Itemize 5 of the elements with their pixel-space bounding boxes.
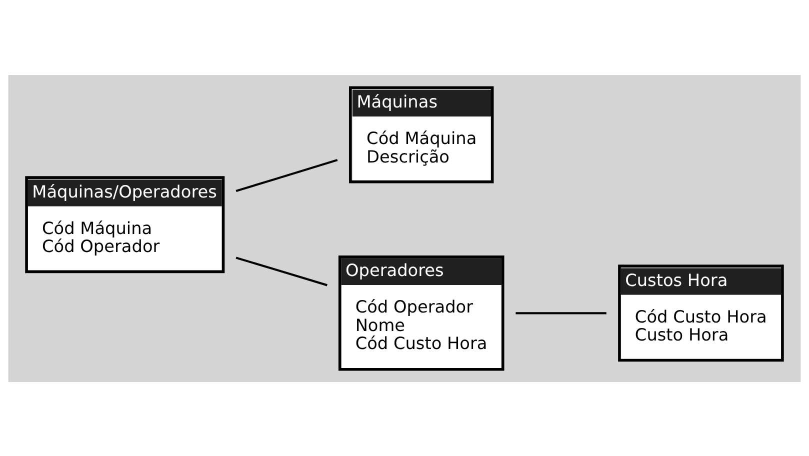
connector (236, 158, 338, 192)
node-box: Máquinas/Operadores Cód Máquina Cód Operador (25, 176, 225, 273)
connector (236, 256, 328, 286)
node-box: Operadores Cód Operador Nome Cód Custo Hora (338, 255, 504, 370)
connector (516, 312, 606, 314)
